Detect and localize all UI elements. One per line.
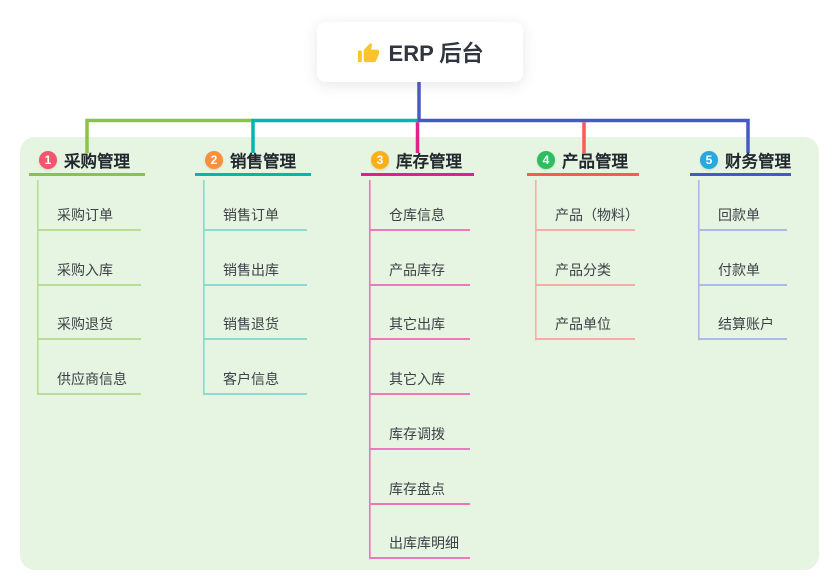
branch-label: 库存管理 bbox=[396, 153, 462, 171]
leaf-node[interactable]: 付款单 bbox=[698, 262, 787, 286]
leaf-node[interactable]: 库存盘点 bbox=[369, 481, 470, 505]
branch-number-badge: 3 bbox=[371, 151, 389, 169]
leaf-node[interactable]: 结算账户 bbox=[698, 317, 787, 341]
branch-node-1[interactable]: 1 采购管理 bbox=[29, 147, 145, 176]
mindmap-panel bbox=[20, 137, 819, 570]
leaf-node[interactable]: 采购退货 bbox=[37, 317, 141, 341]
branch-label: 产品管理 bbox=[562, 153, 628, 171]
leaf-node[interactable]: 销售订单 bbox=[203, 208, 307, 231]
leaf-node[interactable]: 回款单 bbox=[698, 208, 787, 231]
root-node-label: ERP 后台 bbox=[388, 41, 484, 66]
leaf-node[interactable]: 采购入库 bbox=[37, 262, 141, 286]
leaf-node[interactable]: 采购订单 bbox=[37, 208, 141, 231]
leaf-node[interactable]: 产品库存 bbox=[369, 262, 470, 286]
branch-node-4[interactable]: 4 产品管理 bbox=[527, 147, 639, 176]
branch-label: 销售管理 bbox=[230, 153, 296, 171]
leaf-node[interactable]: 销售出库 bbox=[203, 262, 307, 286]
leaf-node[interactable]: 其它出库 bbox=[369, 317, 470, 341]
thumbs-up-icon bbox=[357, 42, 380, 65]
branch-node-2[interactable]: 2 销售管理 bbox=[195, 147, 311, 176]
branch-number-badge: 1 bbox=[39, 151, 57, 169]
branch-label: 财务管理 bbox=[725, 153, 791, 171]
root-node[interactable]: ERP 后台 bbox=[317, 22, 523, 82]
branch-number-badge: 5 bbox=[700, 151, 718, 169]
leaf-node[interactable]: 出库库明细 bbox=[369, 536, 470, 560]
leaf-node[interactable]: 客户信息 bbox=[203, 372, 307, 396]
leaf-node[interactable]: 仓库信息 bbox=[369, 208, 470, 231]
branch-number-badge: 4 bbox=[537, 151, 555, 169]
branch-number-badge: 2 bbox=[205, 151, 223, 169]
leaf-node[interactable]: 产品单位 bbox=[535, 317, 635, 341]
leaf-node[interactable]: 产品分类 bbox=[535, 262, 635, 286]
leaf-node[interactable]: 供应商信息 bbox=[37, 372, 141, 396]
branch-node-5[interactable]: 5 财务管理 bbox=[690, 147, 791, 176]
branch-node-3[interactable]: 3 库存管理 bbox=[361, 147, 474, 176]
leaf-node[interactable]: 产品（物料） bbox=[535, 208, 639, 231]
branch-label: 采购管理 bbox=[64, 153, 130, 171]
leaf-node[interactable]: 其它入库 bbox=[369, 372, 470, 396]
leaf-node[interactable]: 销售退货 bbox=[203, 317, 307, 341]
leaf-node[interactable]: 库存调拨 bbox=[369, 426, 470, 450]
